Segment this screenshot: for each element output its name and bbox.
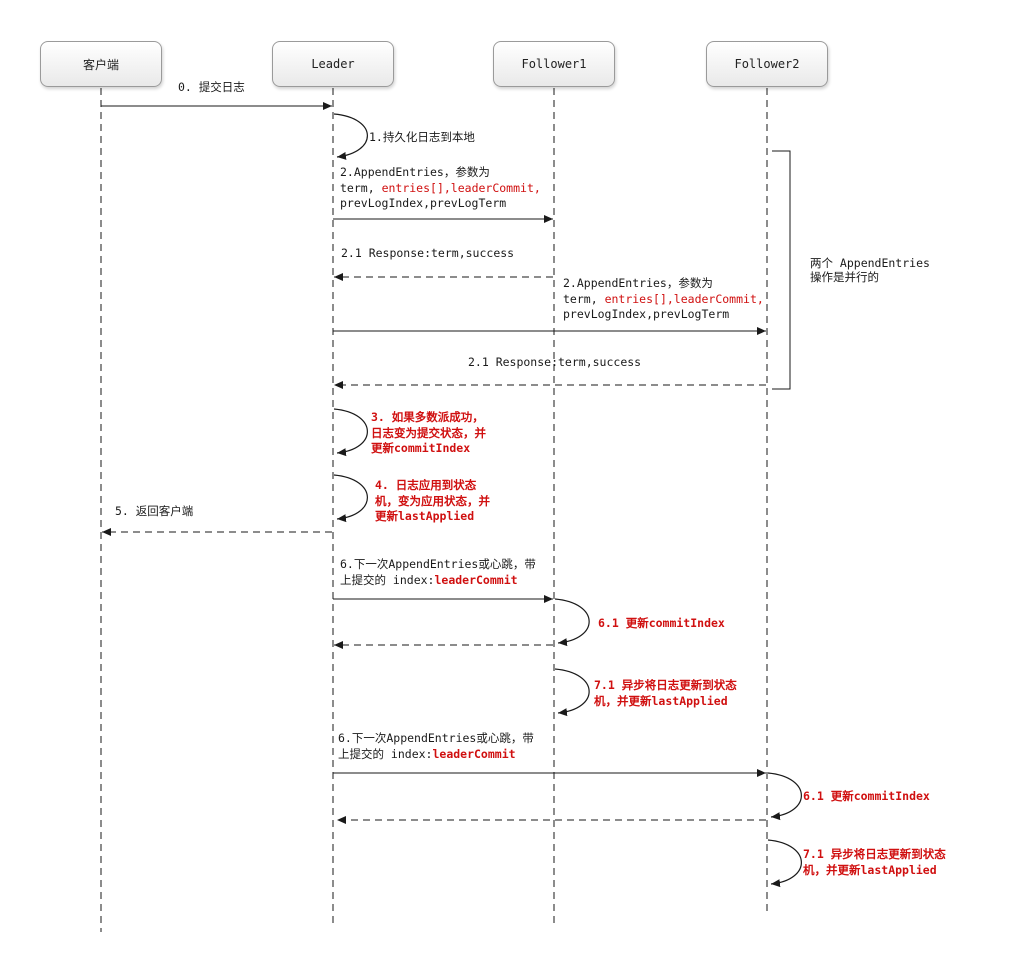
- note-f1-apply: 7.1 异步将日志更新到状态 机，并更新lastApplied: [594, 678, 737, 708]
- arrow-f1-apply-loop: [554, 668, 590, 717]
- note-f2-commit: 6.1 更新commitIndex: [803, 789, 930, 803]
- actor-client: 客户端: [40, 41, 162, 87]
- arrow-f1-commit-loop: [554, 598, 590, 647]
- label-append-entries-f1: 2.AppendEntries，参数为 term, entries[],lead…: [340, 165, 541, 210]
- note-f1-commit: 6.1 更新commitIndex: [598, 616, 725, 630]
- actor-follower1: Follower1: [493, 41, 615, 87]
- note-parallel: 两个 AppendEntries 操作是并行的: [810, 256, 930, 284]
- actor-leader: Leader: [272, 41, 394, 87]
- note-apply: 4. 日志应用到状态 机，变为应用状态，并 更新lastApplied: [375, 478, 490, 523]
- arrow-persist-log: [333, 113, 368, 160]
- note-f2-apply: 7.1 异步将日志更新到状态 机，并更新lastApplied: [803, 847, 946, 877]
- label-heartbeat-f1: 6.下一次AppendEntries或心跳，带 上提交的 index:leade…: [340, 557, 536, 587]
- label-persist-log: 1.持久化日志到本地: [369, 130, 475, 144]
- label-append-entries-f2: 2.AppendEntries，参数为 term, entries[],lead…: [563, 276, 764, 321]
- label-submit-log: 0. 提交日志: [178, 80, 245, 94]
- label-response-f1: 2.1 Response:term,success: [341, 246, 515, 260]
- arrow-commit-loop: [333, 408, 368, 457]
- actor-follower2: Follower2: [706, 41, 828, 87]
- label-response-f2: 2.1 Response:term,success: [468, 355, 642, 369]
- arrow-f2-commit-loop: [767, 772, 802, 821]
- note-commit: 3. 如果多数派成功， 日志变为提交状态，并 更新commitIndex: [371, 410, 486, 455]
- label-heartbeat-f2: 6.下一次AppendEntries或心跳，带 上提交的 index:leade…: [338, 731, 534, 761]
- arrow-apply-loop: [333, 474, 368, 523]
- label-return-client: 5. 返回客户端: [115, 504, 194, 518]
- arrow-f2-apply-loop: [767, 839, 802, 888]
- parallel-brace: [772, 150, 791, 390]
